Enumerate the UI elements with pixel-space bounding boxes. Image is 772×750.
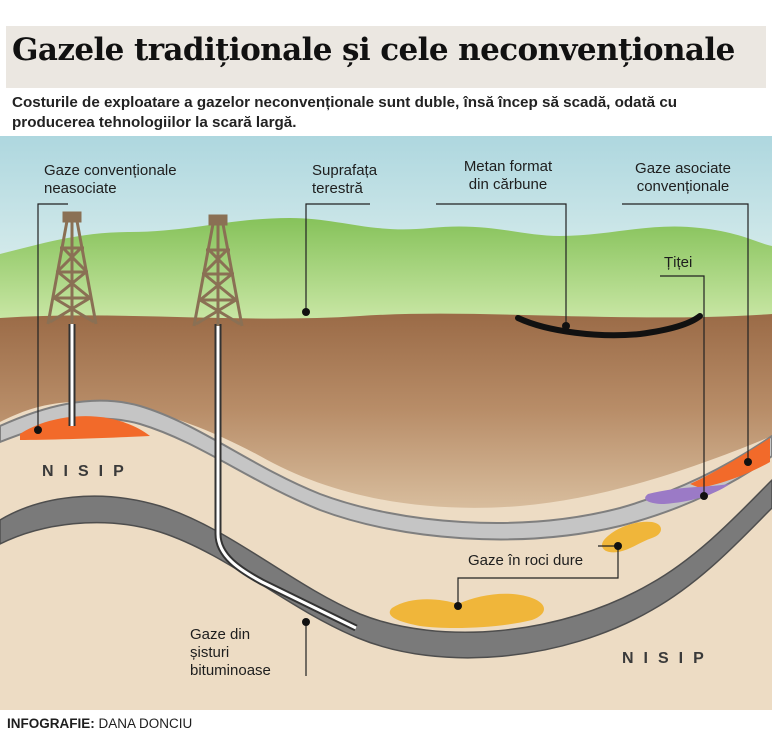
label-sand-right: NISIP xyxy=(622,650,714,667)
label-surface-line2: terestră xyxy=(312,180,363,197)
label-shale-gas: Gaze din șisturi bituminoase xyxy=(190,626,271,680)
label-coal-line1: Metan format xyxy=(463,158,553,175)
grass-hills xyxy=(0,218,772,319)
derrick-right xyxy=(192,214,244,327)
label-surface-line1: Suprafața xyxy=(312,162,378,179)
title-band xyxy=(6,26,766,88)
label-shale-line1: Gaze din xyxy=(190,626,251,643)
label-shale-line3: bituminoase xyxy=(190,662,271,679)
label-tight-gas: Gaze în roci dure xyxy=(468,552,584,569)
subtitle: Costurile de exploatare a gazelor neconv… xyxy=(12,94,678,131)
geology-scene: Gaze convenționale neasociate Suprafața … xyxy=(0,136,772,710)
label-sand-left: NISIP xyxy=(42,463,134,480)
soil-layer xyxy=(0,312,772,508)
credit-label: INFOGRAFIE: xyxy=(7,716,95,731)
label-conventional-line2: neasociate xyxy=(44,180,117,197)
cross-section-svg xyxy=(0,136,772,710)
leader-lines xyxy=(37,203,749,676)
well-horizontal-inner xyxy=(216,324,357,630)
conventional-gas-pocket xyxy=(20,416,150,440)
label-oil: Țiței xyxy=(664,254,693,271)
label-coal-methane: Metan format din cărbune xyxy=(448,158,568,194)
coal-seam xyxy=(515,313,703,339)
page-title: Gazele tradiționale și cele neconvențion… xyxy=(12,32,735,68)
label-associated-gas: Gaze asociate convenționale xyxy=(622,160,744,196)
associated-gas-pocket xyxy=(690,438,770,488)
label-conventional-gas: Gaze convenționale neasociate xyxy=(44,162,177,198)
derrick-left xyxy=(46,211,98,325)
label-associated-line2: convenționale xyxy=(636,178,730,195)
leader-dots xyxy=(34,308,752,626)
tight-gas-deposit-left xyxy=(389,593,544,628)
credit-author: DANA DONCIU xyxy=(98,716,193,731)
oil-pocket xyxy=(645,484,730,504)
label-associated-line1: Gaze asociate xyxy=(635,160,731,177)
label-coal-line2: din cărbune xyxy=(468,176,548,193)
label-shale-line2: șisturi xyxy=(190,644,230,661)
label-surface: Suprafața terestră xyxy=(312,162,377,198)
credit-footer: INFOGRAFIE: DANA DONCIU xyxy=(7,716,192,731)
label-conventional-line1: Gaze convenționale xyxy=(44,162,177,179)
